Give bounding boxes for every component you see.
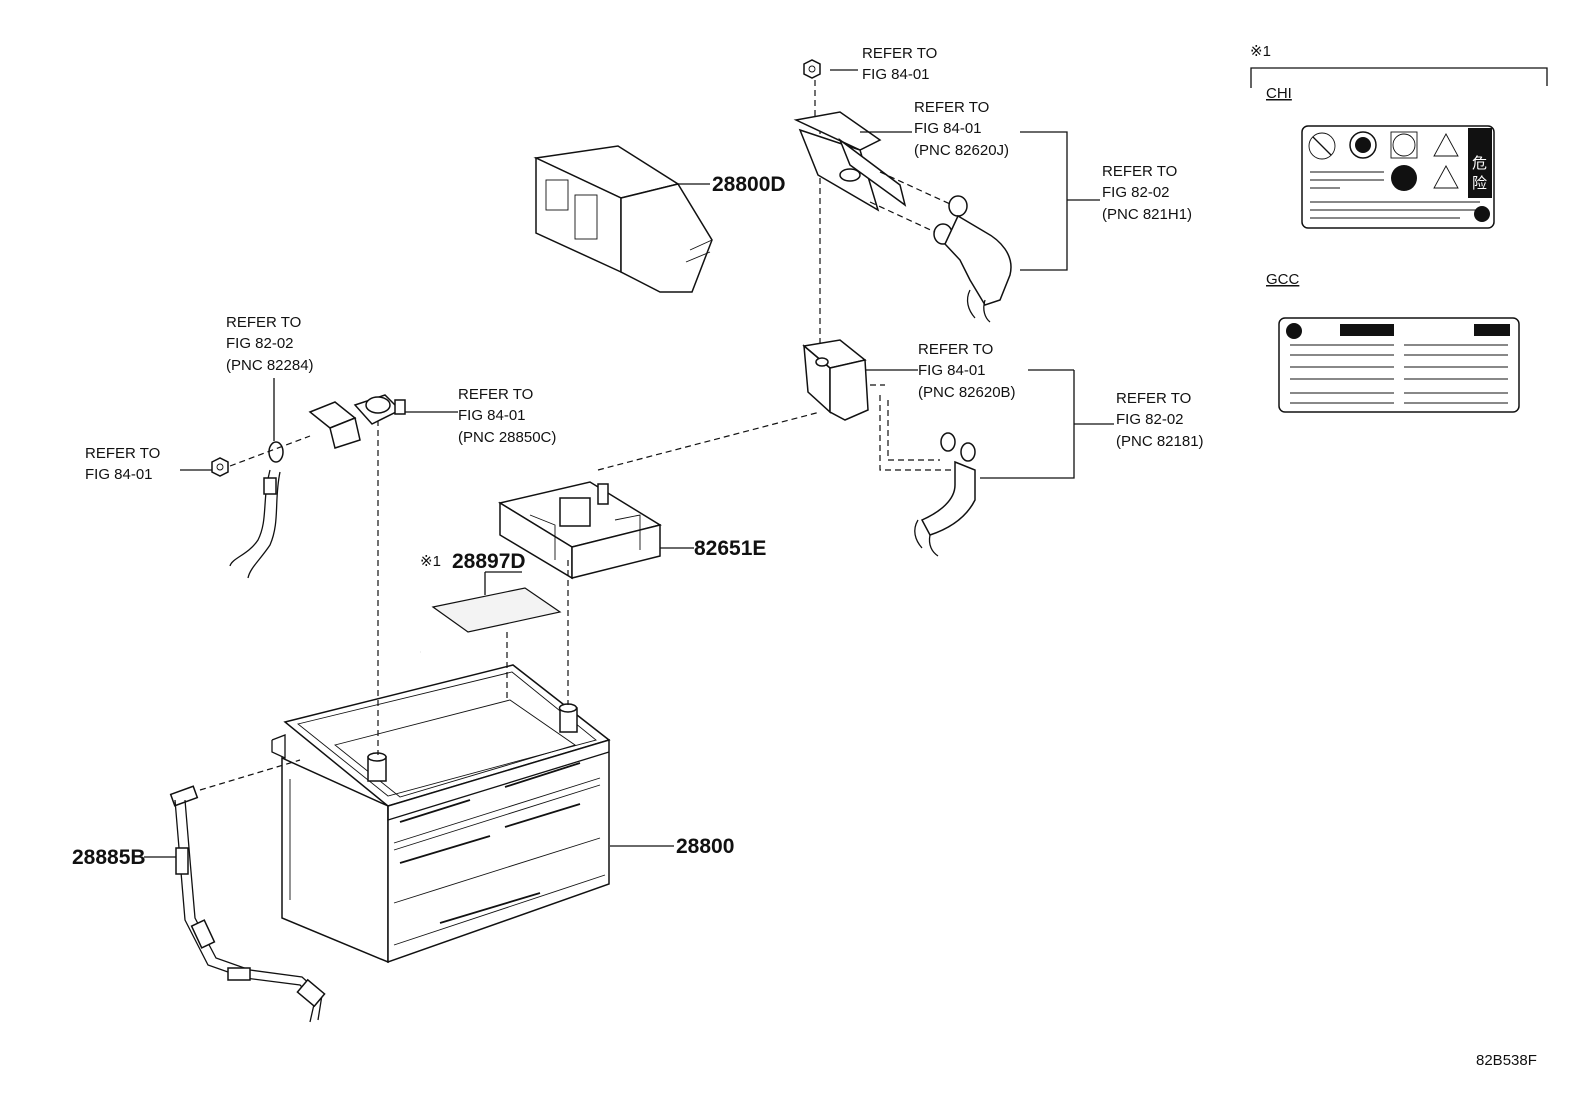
label-gcc-drawing xyxy=(1278,317,1520,413)
label-chi-drawing: 危 险 xyxy=(1301,125,1495,229)
ref-cable-top-right: REFER TO FIG 82-02 (PNC 821H1) xyxy=(1102,163,1192,223)
note-mark-28897d: ※1 xyxy=(420,553,441,570)
ref-bracket-top: REFER TO FIG 84-01 (PNC 82620J) xyxy=(914,99,1009,159)
part-number-28897d[interactable]: 28897D xyxy=(452,550,526,573)
svg-text:险: 险 xyxy=(1472,174,1487,192)
ref-nut-left: REFER TO FIG 84-01 xyxy=(85,445,164,483)
ref-nut-top: REFER TO FIG 84-01 xyxy=(862,45,941,83)
sensor-cable-drawing xyxy=(169,785,326,1023)
nut-top-drawing xyxy=(803,59,821,79)
negative-clamp-drawing xyxy=(308,394,406,449)
variant-chi-label: CHI xyxy=(1266,85,1292,102)
part-number-28800[interactable]: 28800 xyxy=(676,835,734,858)
part-number-82651e[interactable]: 82651E xyxy=(694,537,766,560)
variant-gcc-label: GCC xyxy=(1266,271,1300,288)
cable-top-right-drawing xyxy=(933,195,1012,323)
ref-holder-mid: REFER TO FIG 84-01 (PNC 82620B) xyxy=(918,341,1016,401)
ref-neg-cable: REFER TO FIG 82-02 (PNC 82284) xyxy=(226,314,314,374)
negative-cable-drawing xyxy=(229,441,284,579)
battery-drawing xyxy=(271,664,611,964)
terminal-block-drawing xyxy=(498,481,662,580)
part-number-28800d[interactable]: 28800D xyxy=(712,173,786,196)
svg-text:危: 危 xyxy=(1472,154,1487,172)
bracket-top-drawing xyxy=(793,111,907,212)
note-mark-variants: ※1 xyxy=(1250,43,1271,60)
cable-mid-right-drawing xyxy=(914,432,976,557)
nut-left-drawing xyxy=(211,457,229,477)
diagram-id: 82B538F xyxy=(1476,1052,1537,1069)
battery-cover-drawing xyxy=(533,145,713,293)
label-sticker xyxy=(431,587,562,633)
ref-neg-clamp: REFER TO FIG 84-01 (PNC 28850C) xyxy=(458,386,556,446)
part-number-28885b[interactable]: 28885B xyxy=(72,846,146,869)
ref-cable-mid-right: REFER TO FIG 82-02 (PNC 82181) xyxy=(1116,390,1204,450)
holder-mid-drawing xyxy=(802,339,869,421)
